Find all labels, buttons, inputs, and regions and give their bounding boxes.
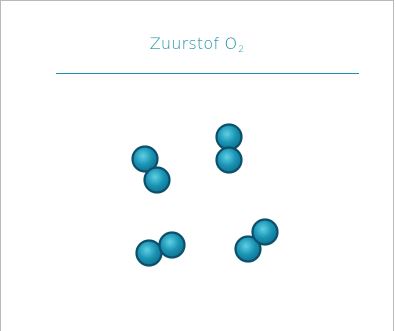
oxygen-atom [135, 239, 163, 267]
oxygen-atom [215, 123, 243, 151]
page-title: Zuurstof O2 [1, 34, 393, 55]
oxygen-atom [251, 218, 279, 246]
oxygen-atom [143, 166, 171, 194]
oxygen-atom [131, 145, 159, 173]
title-underline [56, 73, 359, 74]
oxygen-atom [215, 146, 243, 174]
oxygen-molecule-4 [234, 218, 279, 263]
oxygen-molecule-2 [215, 123, 243, 174]
title-text: Zuurstof O [149, 34, 238, 53]
oxygen-molecule-3 [135, 231, 186, 267]
oxygen-atom [158, 231, 186, 259]
oxygen-atom [234, 235, 262, 263]
oxygen-molecule-1 [131, 145, 171, 194]
title-subscript: 2 [238, 45, 245, 55]
